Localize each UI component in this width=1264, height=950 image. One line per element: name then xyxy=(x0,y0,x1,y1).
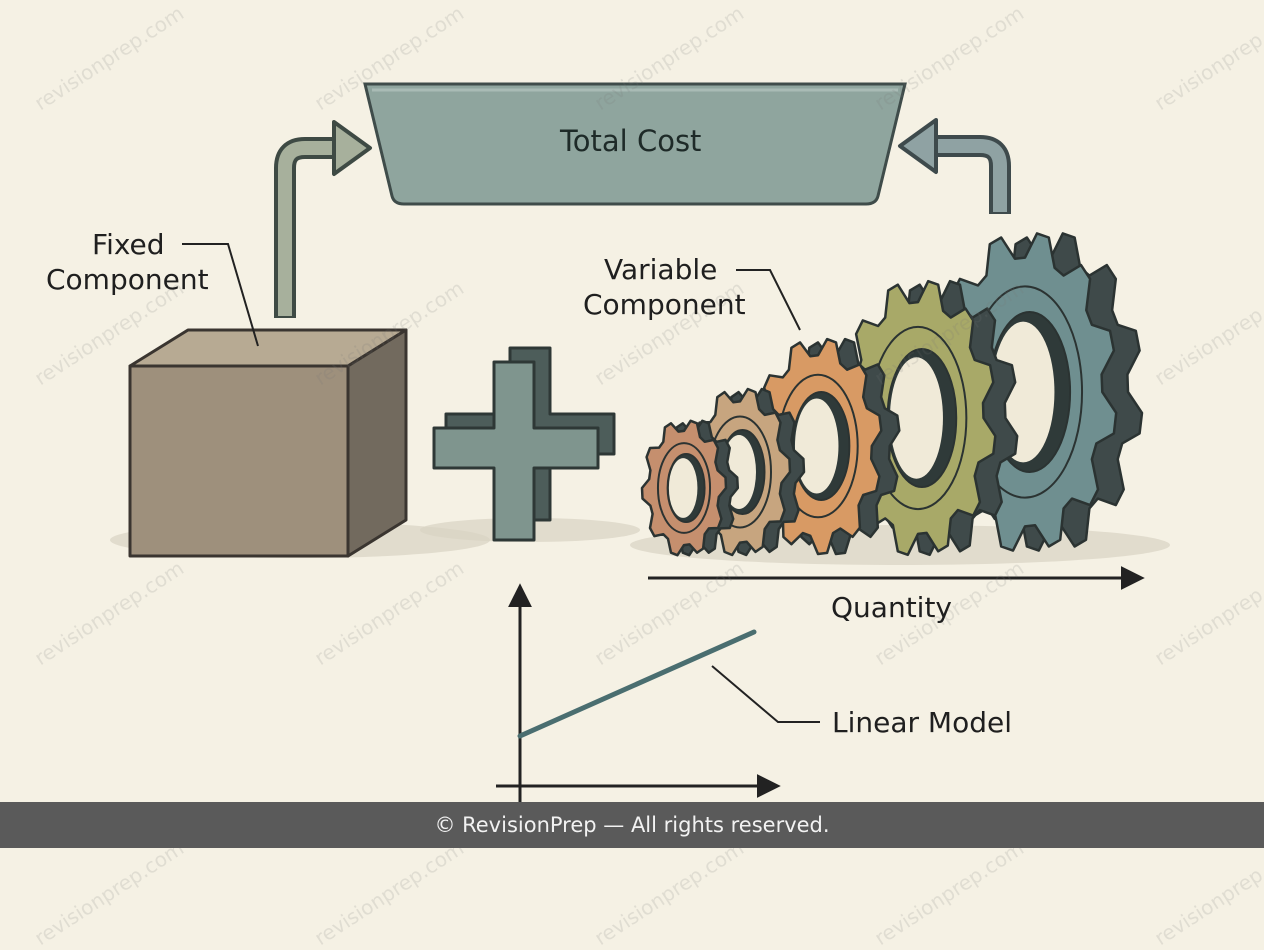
linear-model-chart xyxy=(496,583,781,806)
fixed-component-box xyxy=(110,328,490,558)
quantity-label: Quantity xyxy=(831,591,952,624)
watermark-text: revisionprep.com xyxy=(30,835,189,950)
copyright-text: © RevisionPrep — All rights reserved. xyxy=(434,813,830,837)
watermark-text: revisionprep.com xyxy=(1150,835,1264,950)
linear-model-label: Linear Model xyxy=(832,706,1012,739)
fixed-component-label-line1: Fixed xyxy=(92,228,165,261)
watermark-text: revisionprep.com xyxy=(310,835,469,950)
total-cost-label: Total Cost xyxy=(560,124,702,158)
variable-leader-line xyxy=(736,269,801,331)
gear-4 xyxy=(839,279,1019,557)
fixed-component-label-line2: Component xyxy=(46,263,209,296)
watermark-text: revisionprep.com xyxy=(870,835,1029,950)
linear-model-line xyxy=(517,629,757,739)
gear-1 xyxy=(640,419,740,557)
watermark-text: revisionprep.com xyxy=(590,835,749,950)
variable-to-total-arrow xyxy=(898,118,1011,214)
copyright-footer: © RevisionPrep — All rights reserved. xyxy=(0,802,1264,848)
variable-component-label-line2: Component xyxy=(583,288,746,321)
fixed-to-total-arrow xyxy=(274,120,372,318)
total-cost-funnel xyxy=(363,82,907,206)
variable-component-label-line1: Variable xyxy=(604,253,718,286)
plus-sign xyxy=(420,346,640,542)
linear-leader-line xyxy=(711,665,820,723)
variable-gears xyxy=(630,232,1170,565)
diagram-canvas xyxy=(110,82,1170,806)
fixed-leader-line xyxy=(182,243,259,347)
